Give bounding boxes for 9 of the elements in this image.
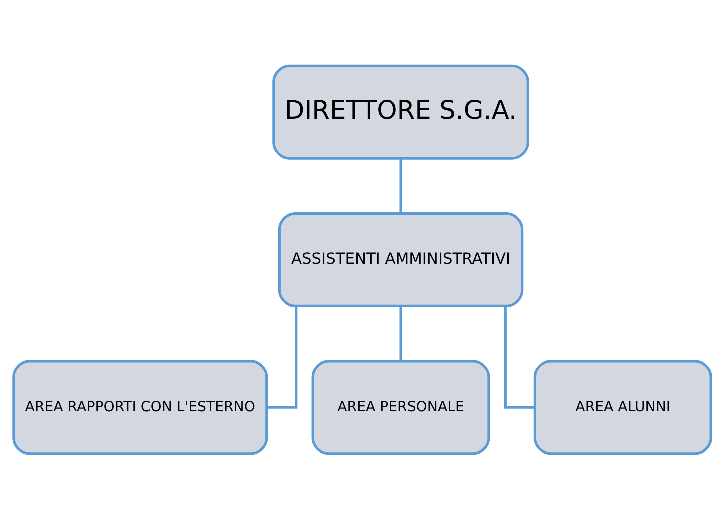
node-box: AREA RAPPORTI CON L'ESTERNO: [12, 360, 268, 456]
connector: [267, 306, 298, 409]
node-box: ASSISTENTI AMMINISTRATIVI: [278, 212, 524, 308]
connector: [400, 158, 402, 214]
connector: [400, 306, 402, 361]
connector: [504, 306, 535, 409]
node-box: AREA ALUNNI: [534, 360, 712, 456]
node-box: DIRETTORE S.G.A.: [272, 64, 530, 160]
node-box: AREA PERSONALE: [312, 360, 490, 456]
